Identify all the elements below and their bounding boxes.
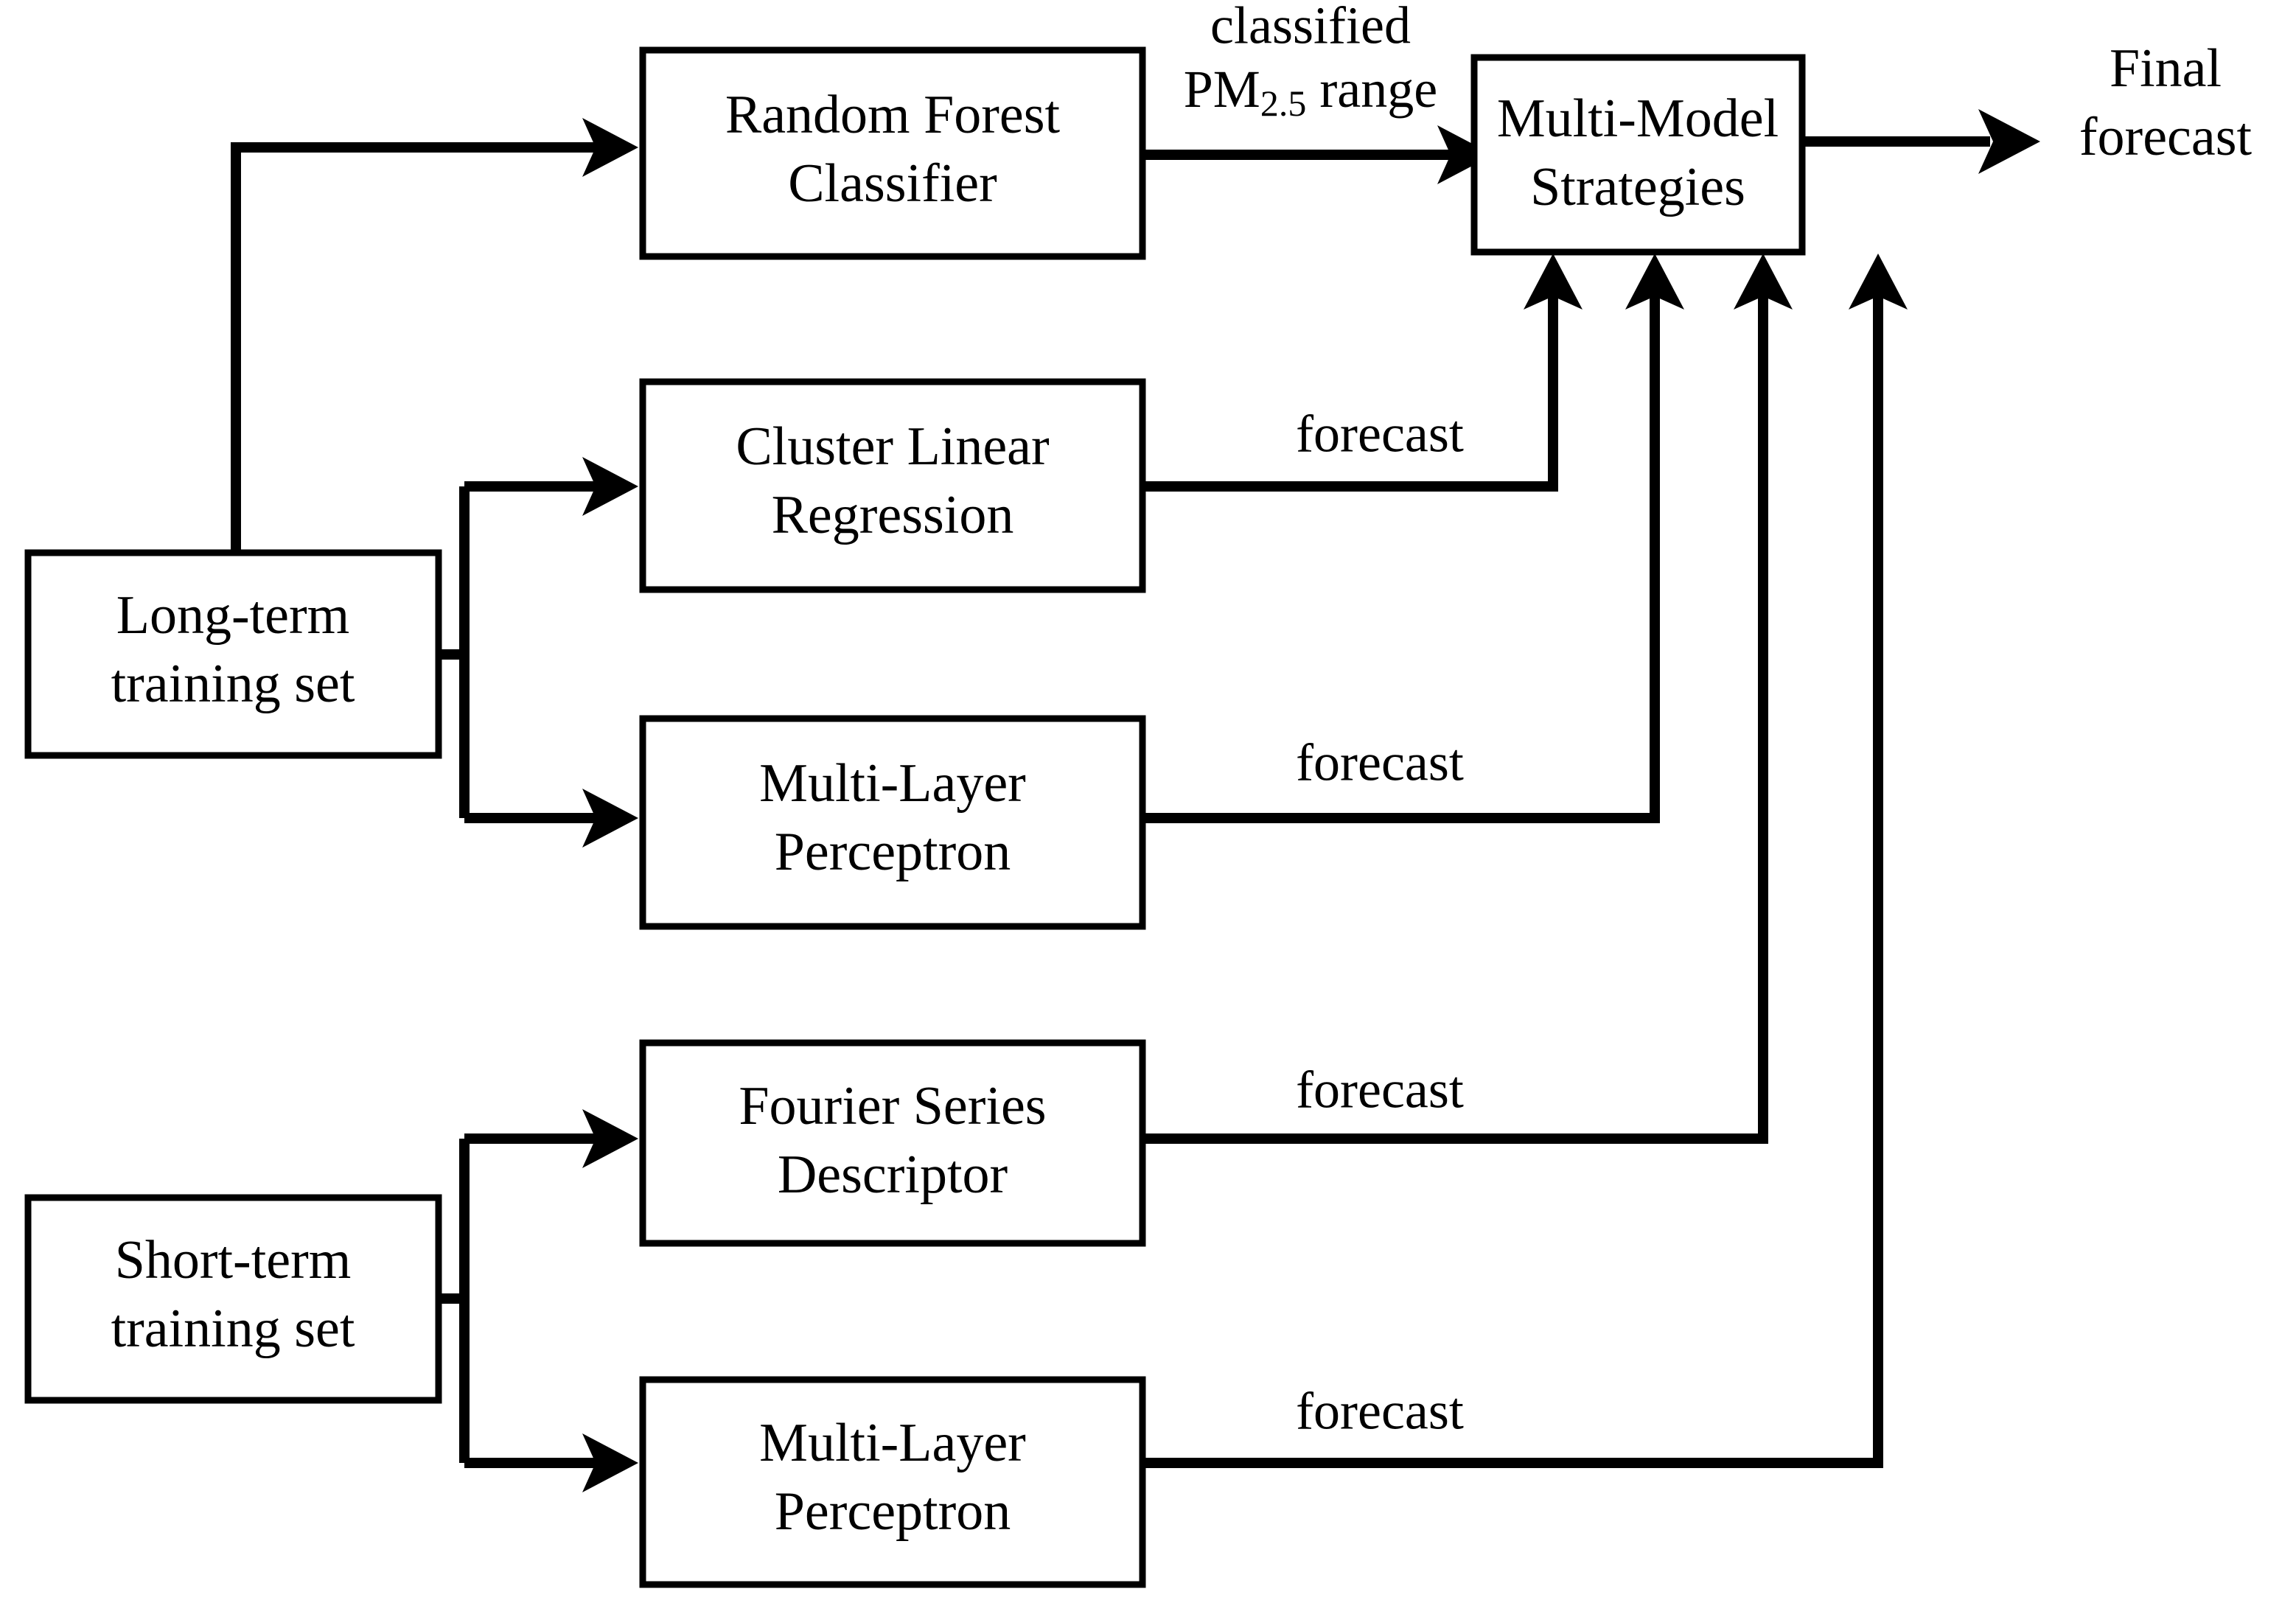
node-label-fourier-line1: Fourier Series xyxy=(739,1076,1046,1136)
arrowhead-mms-in-fsd xyxy=(1734,254,1793,310)
node-long-term-training-set[interactable] xyxy=(24,549,442,759)
edge-mlpshort-to-mms xyxy=(1142,295,1883,1468)
edge-label-pm-text: PM xyxy=(1184,60,1260,119)
final-forecast-label-line1: Final xyxy=(2110,38,2222,99)
node-label-mlp-short-line2: Perceptron xyxy=(775,1481,1011,1542)
node-label-multi-model-line2: Strategies xyxy=(1530,157,1745,217)
arrowhead-clr-in xyxy=(582,457,638,516)
node-label-mlp-long-line2: Perceptron xyxy=(775,822,1011,882)
node-label-long-term-line1: Long-term xyxy=(116,585,349,646)
node-label-random-forest-line2: Classifier xyxy=(788,153,997,214)
edge-label-pm-subscript: 2.5 xyxy=(1260,83,1307,124)
node-label-fourier-line2: Descriptor xyxy=(778,1145,1008,1205)
node-cluster-linear-regression[interactable] xyxy=(639,378,1146,593)
arrowhead-mlplong-in xyxy=(582,789,638,848)
arrowhead-mlpshort-in xyxy=(582,1433,638,1492)
edge-label-range-text: range xyxy=(1306,60,1437,119)
node-random-forest-classifier[interactable] xyxy=(639,46,1146,260)
edge-longterm-to-randomforest xyxy=(231,142,619,553)
node-multi-layer-perceptron-short[interactable] xyxy=(639,1376,1146,1588)
final-forecast-label-line2: forecast xyxy=(2079,107,2253,167)
node-short-term-training-set[interactable] xyxy=(24,1194,442,1404)
edge-clr-to-mms xyxy=(1142,295,1558,492)
node-fourier-series-descriptor[interactable] xyxy=(639,1039,1146,1247)
edge-mlplong-to-mms xyxy=(1142,295,1660,823)
edge-label-forecast-mlp-long: forecast xyxy=(1296,733,1464,792)
arrowhead-mms-in-mlplong xyxy=(1625,254,1684,310)
arrowhead-mms-in-clr xyxy=(1524,254,1583,310)
arrowhead-mms-in-classified xyxy=(1437,125,1493,184)
edge-label-classified-line1: classified xyxy=(1210,0,1411,55)
node-multi-layer-perceptron-long[interactable] xyxy=(639,715,1146,930)
arrowhead-mms-in-mlpshort xyxy=(1849,254,1908,310)
node-multi-model-strategies[interactable] xyxy=(1470,54,1806,256)
node-label-long-term-line2: training set xyxy=(111,654,355,714)
node-label-cluster-linear-line2: Regression xyxy=(772,485,1014,545)
node-label-short-term-line2: training set xyxy=(111,1299,355,1359)
arrowhead-randomforest-in xyxy=(582,118,638,177)
edge-label-forecast-clr: forecast xyxy=(1296,405,1464,464)
edge-label-forecast-fsd: forecast xyxy=(1296,1061,1464,1119)
edge-fsd-to-mms xyxy=(1142,295,1768,1144)
arrowhead-final-forecast xyxy=(1978,109,2040,174)
edge-label-forecast-mlp-short: forecast xyxy=(1296,1382,1464,1441)
node-label-multi-model-line1: Multi-Model xyxy=(1497,88,1779,149)
node-label-short-term-line1: Short-term xyxy=(115,1230,352,1290)
edge-label-classified-pm25-range: PM2.5 range xyxy=(1184,60,1437,125)
node-label-cluster-linear-line1: Cluster Linear xyxy=(736,416,1049,477)
node-label-mlp-long-line1: Multi-Layer xyxy=(759,753,1026,814)
node-label-mlp-short-line1: Multi-Layer xyxy=(759,1413,1026,1473)
node-label-random-forest-line1: Random Forest xyxy=(725,85,1061,145)
arrowhead-fsd-in xyxy=(582,1109,638,1168)
